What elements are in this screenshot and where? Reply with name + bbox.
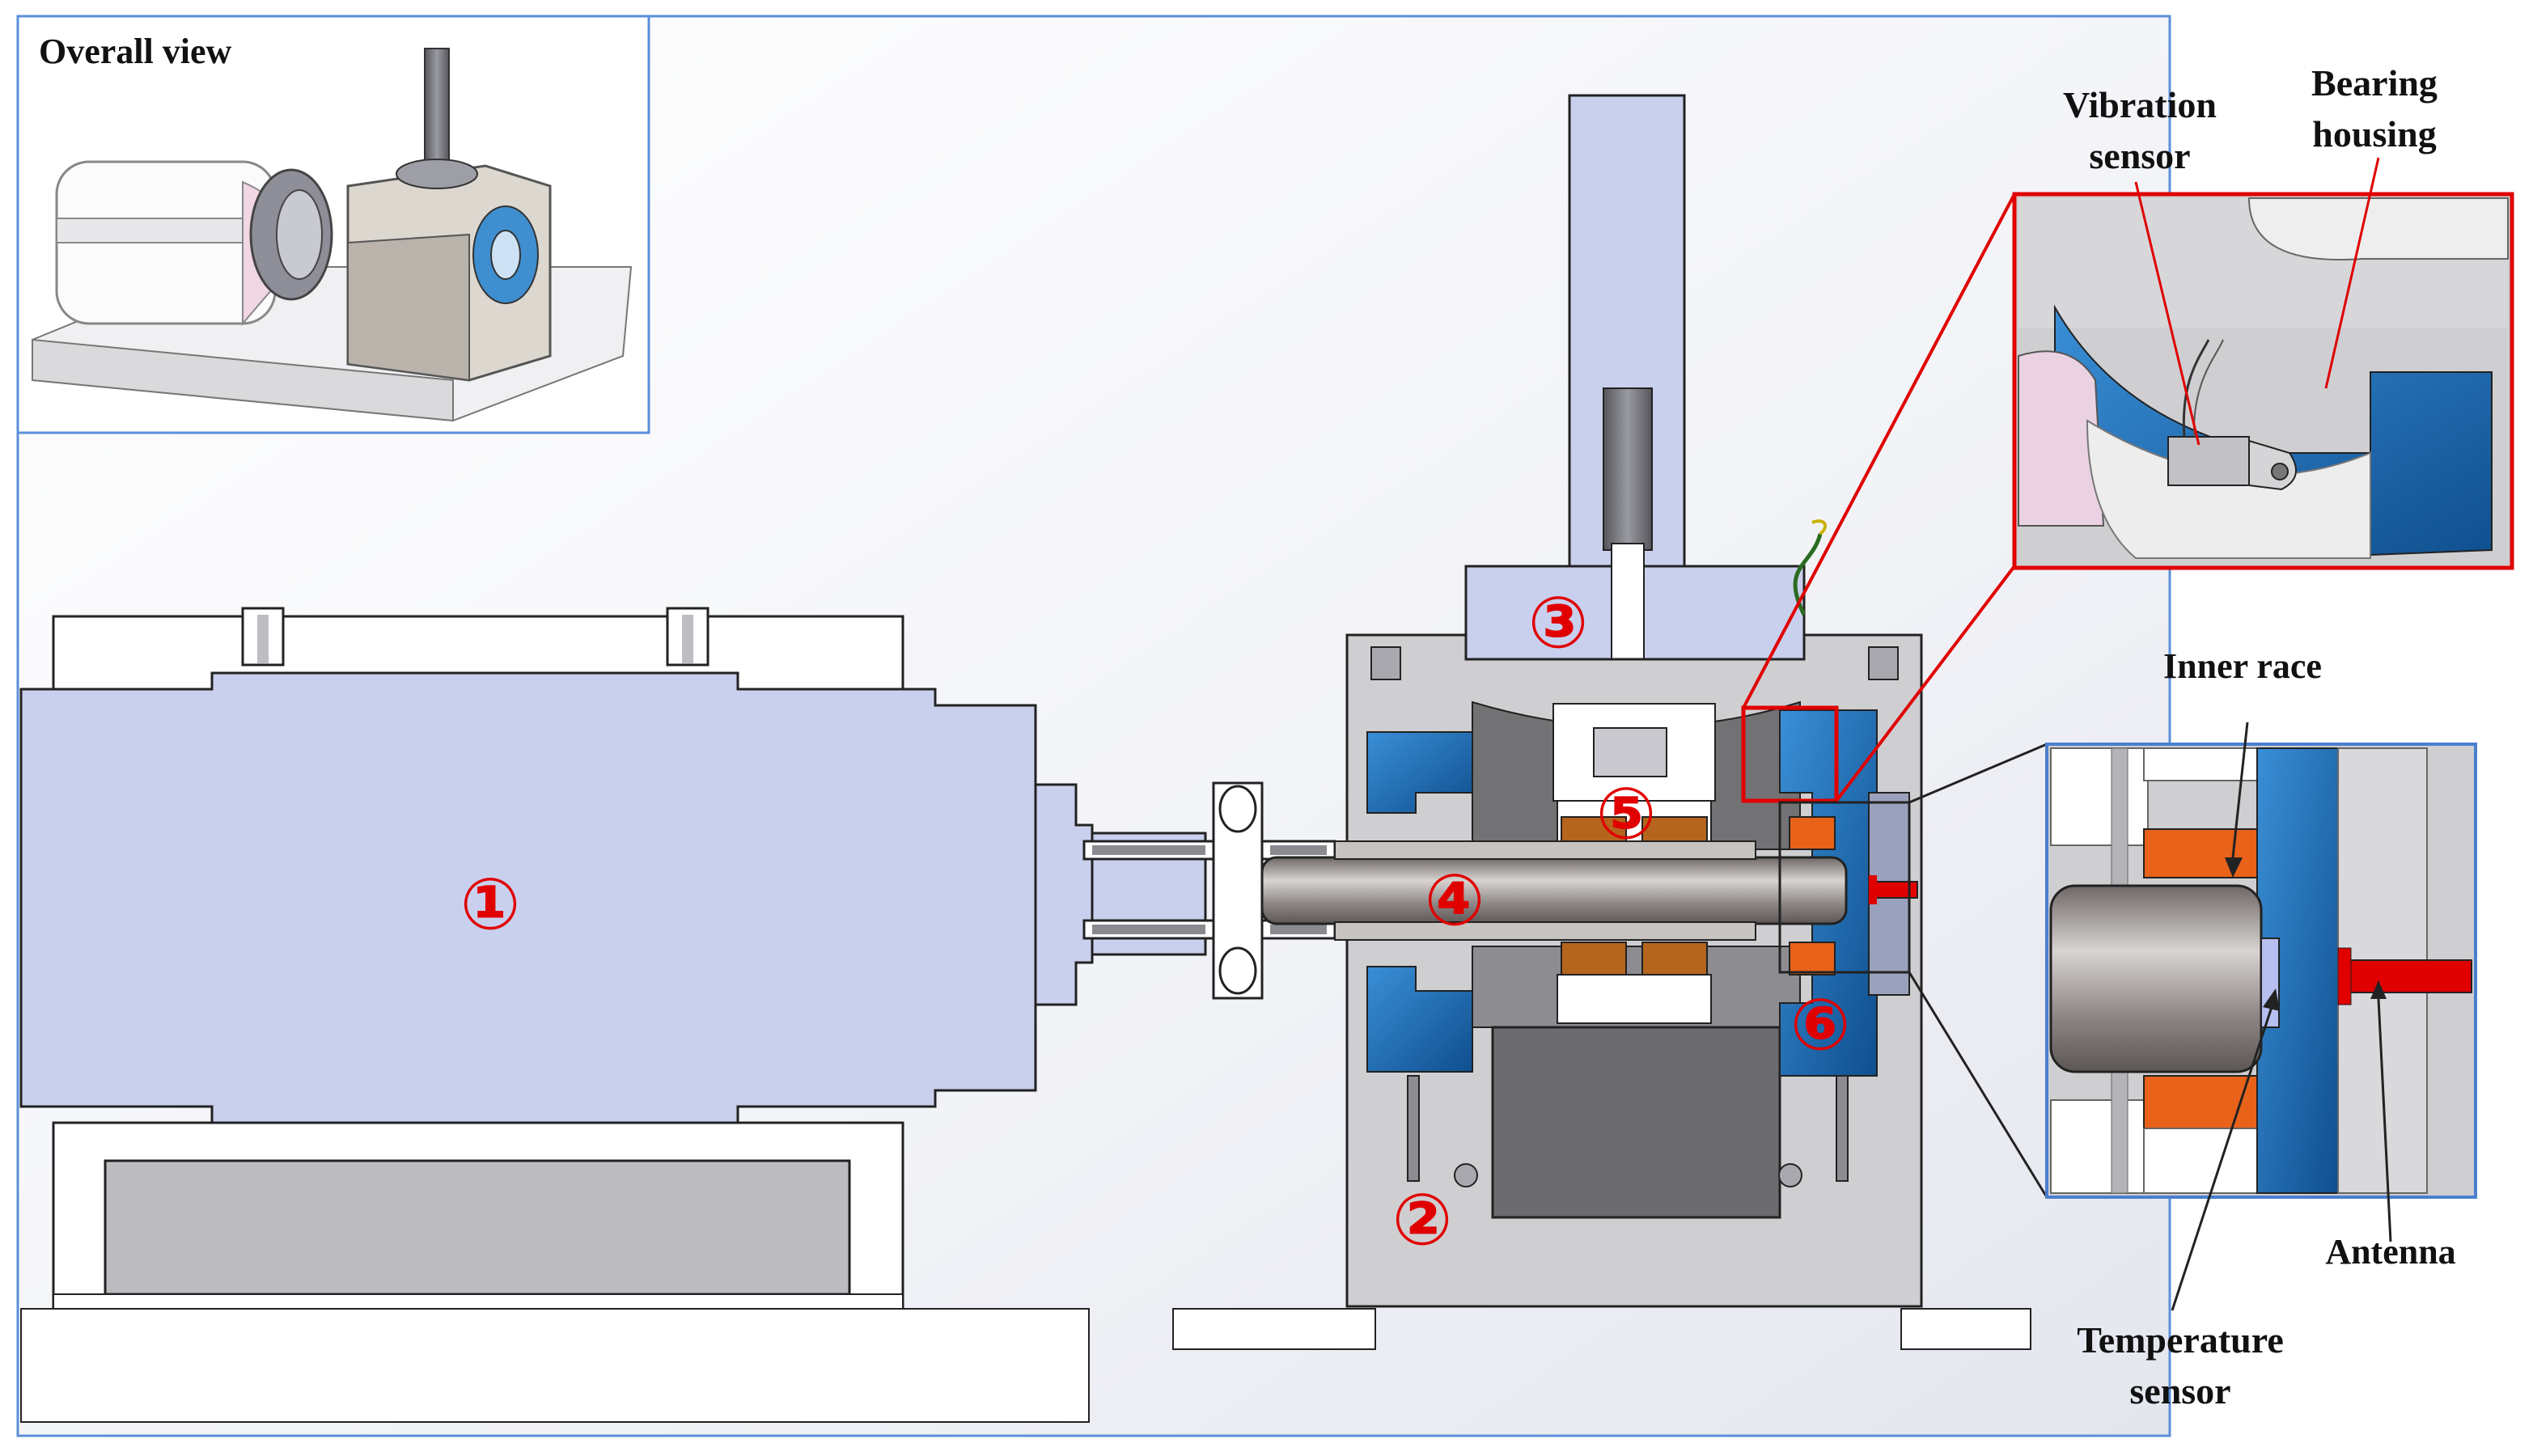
marker-3-loading: ③	[1528, 582, 1589, 662]
overall-view-title: Overall view	[39, 32, 231, 71]
bearing-housing-label-line2: housing	[2312, 113, 2436, 154]
shaft-detail-source-box	[1778, 801, 1911, 974]
test-bearing-inner-race-top	[1789, 816, 1836, 850]
vibration-sensor-label-line1: Vibration	[2063, 84, 2217, 125]
load-post	[1603, 387, 1653, 551]
marker-1-motor: ①	[460, 864, 521, 944]
temperature-sensor-label-line2: sensor	[2129, 1370, 2230, 1412]
vibration-sensor-label-line2: sensor	[2089, 135, 2190, 176]
vibration-sensor-body	[2167, 436, 2250, 486]
vibration-detail-source-box	[1741, 705, 1839, 803]
shaft-end-detail: Inner race Antenna Temperature sensor	[1778, 646, 2477, 1412]
motor-body	[19, 671, 1037, 1124]
motor-assembly	[19, 607, 1207, 1423]
temperature-sensor-label-line1: Temperature	[2077, 1319, 2284, 1361]
overall-view-inset: Overall view	[16, 15, 650, 434]
bearing-housing-label-line1: Bearing	[2311, 62, 2438, 104]
main-shaft	[1260, 856, 1848, 925]
antenna-label: Antenna	[2325, 1232, 2455, 1272]
shaft-detail-inner-race-top	[2143, 828, 2258, 878]
antenna-detail	[2341, 959, 2472, 993]
vibration-sensor-detail: Vibration sensor Bearing housing	[1741, 62, 2514, 803]
inner-race-label: Inner race	[2163, 646, 2322, 686]
shaft-detail-shaft	[2049, 884, 2263, 1073]
marker-6-test-bearing: ⑥	[1790, 984, 1851, 1064]
marker-2-housing: ②	[1392, 1179, 1453, 1259]
coupling	[1082, 781, 1336, 1000]
marker-5-support-bearing: ⑤	[1596, 773, 1657, 853]
marker-4-shaft: ④	[1425, 860, 1485, 940]
